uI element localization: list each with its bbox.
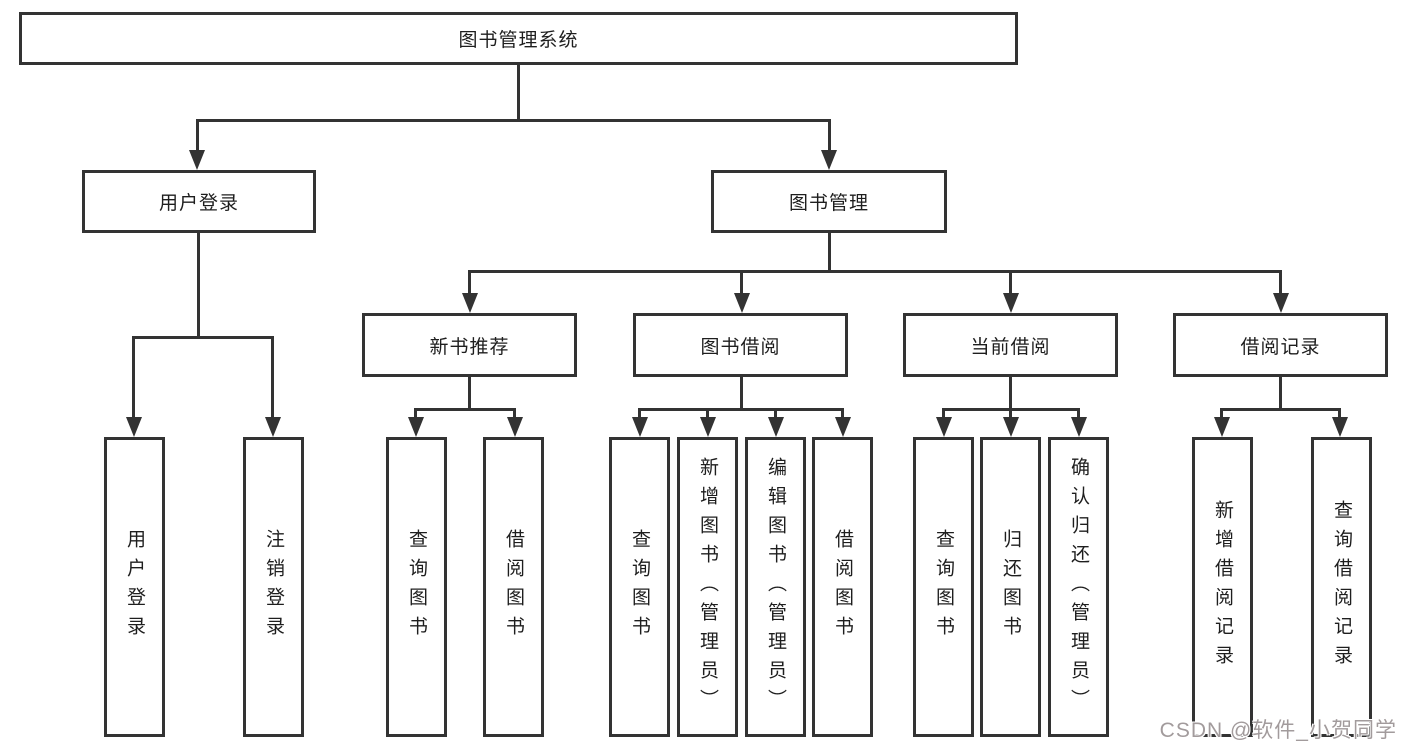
leaf-newbooks-borrow: 借阅图书 [483, 437, 544, 737]
arrowhead-userlogin-leaf1 [126, 417, 142, 437]
connector-bookmgmt-hbar [468, 270, 1282, 273]
connector-drop-user-login [196, 121, 199, 152]
connector-currentborrow-stem [1009, 377, 1012, 410]
leaf-currentborrow-query-label: 查询图书 [933, 529, 954, 645]
node-borrow-records: 借阅记录 [1173, 313, 1388, 377]
leaf-bookborrow-edit-label: 编辑图书（管理员） [765, 456, 786, 718]
connector-newbooks-hbar [414, 408, 516, 411]
leaf-records-query-label: 查询借阅记录 [1331, 500, 1352, 674]
connector-userlogin-stem [197, 233, 200, 338]
connector-drop-bookborrow-leaf2 [706, 410, 709, 420]
leaf-bookborrow-query: 查询图书 [609, 437, 670, 737]
leaf-bookborrow-borrow-label: 借阅图书 [832, 529, 853, 645]
connector-drop-borrow-records [1279, 272, 1282, 295]
arrowhead-new-books [462, 293, 478, 313]
leaf-currentborrow-return-label: 归还图书 [1000, 529, 1021, 645]
connector-newbooks-stem [468, 377, 471, 410]
arrowhead-borrowrecords-leaf2 [1332, 417, 1348, 437]
leaf-bookborrow-query-label: 查询图书 [629, 529, 650, 645]
leaf-records-query: 查询借阅记录 [1311, 437, 1372, 737]
connector-drop-userlogin-leaf2 [271, 338, 274, 419]
node-user-login: 用户登录 [82, 170, 316, 233]
node-root-label: 图书管理系统 [458, 30, 579, 51]
leaf-records-add: 新增借阅记录 [1192, 437, 1253, 737]
connector-drop-newbooks-leaf2 [513, 410, 516, 420]
connector-drop-current-borrow [1009, 272, 1012, 295]
arrowhead-bookborrow-leaf3 [768, 417, 784, 437]
arrowhead-current-borrow [1003, 293, 1019, 313]
node-book-management: 图书管理 [711, 170, 947, 233]
arrowhead-currentborrow-leaf2 [1003, 417, 1019, 437]
connector-drop-currentborrow-leaf3 [1077, 410, 1080, 420]
connector-drop-currentborrow-leaf1 [942, 410, 945, 420]
leaf-newbooks-borrow-label: 借阅图书 [503, 529, 524, 645]
arrowhead-borrow-records [1273, 293, 1289, 313]
leaf-bookborrow-borrow: 借阅图书 [812, 437, 873, 737]
connector-borrowrecords-stem [1279, 377, 1282, 410]
leaf-currentborrow-query: 查询图书 [913, 437, 974, 737]
leaf-currentborrow-confirm-label: 确认归还（管理员） [1068, 456, 1089, 718]
node-borrow-records-label: 借阅记录 [1240, 336, 1321, 358]
connector-bookmgmt-stem [828, 233, 831, 272]
connector-drop-new-books [468, 272, 471, 295]
connector-root-hbar [196, 119, 831, 122]
connector-drop-borrowrecords-leaf1 [1220, 410, 1223, 420]
connector-drop-book-management [828, 121, 831, 152]
arrowhead-book-borrow [734, 293, 750, 313]
leaf-bookborrow-add-label: 新增图书（管理员） [697, 456, 718, 718]
arrowhead-currentborrow-leaf3 [1071, 417, 1087, 437]
node-root: 图书管理系统 [19, 12, 1018, 65]
connector-bookborrow-stem [740, 377, 743, 410]
connector-drop-bookborrow-leaf1 [638, 410, 641, 420]
node-new-books-label: 新书推荐 [429, 336, 510, 358]
connector-bookborrow-hbar [638, 408, 844, 411]
connector-drop-bookborrow-leaf3 [774, 410, 777, 420]
leaf-newbooks-query: 查询图书 [386, 437, 447, 737]
arrowhead-newbooks-leaf2 [507, 417, 523, 437]
connector-root-stem [517, 65, 520, 121]
leaf-records-add-label: 新增借阅记录 [1212, 500, 1233, 674]
leaf-user-login-label: 用户登录 [124, 529, 145, 645]
leaf-newbooks-query-label: 查询图书 [406, 529, 427, 645]
arrowhead-book-management [821, 150, 837, 170]
arrowhead-bookborrow-leaf4 [835, 417, 851, 437]
connector-drop-borrowrecords-leaf2 [1338, 410, 1341, 420]
arrowhead-bookborrow-leaf2 [700, 417, 716, 437]
node-user-login-label: 用户登录 [158, 193, 239, 214]
node-current-borrow: 当前借阅 [903, 313, 1118, 377]
leaf-bookborrow-edit: 编辑图书（管理员） [745, 437, 806, 737]
node-new-books: 新书推荐 [362, 313, 577, 377]
connector-currentborrow-hbar [942, 408, 1080, 411]
connector-drop-userlogin-leaf1 [132, 338, 135, 419]
arrowhead-currentborrow-leaf1 [936, 417, 952, 437]
arrowhead-borrowrecords-leaf1 [1214, 417, 1230, 437]
leaf-logout: 注销登录 [243, 437, 304, 737]
node-book-management-label: 图书管理 [788, 193, 869, 214]
connector-userlogin-hbar [132, 336, 274, 339]
node-book-borrow: 图书借阅 [633, 313, 848, 377]
node-current-borrow-label: 当前借阅 [970, 336, 1051, 358]
leaf-currentborrow-confirm: 确认归还（管理员） [1048, 437, 1109, 737]
csdn-watermark: CSDN @软件_小贺同学 [1159, 719, 1397, 742]
leaf-logout-label: 注销登录 [263, 529, 284, 645]
connector-drop-newbooks-leaf1 [414, 410, 417, 420]
leaf-user-login: 用户登录 [104, 437, 165, 737]
node-book-borrow-label: 图书借阅 [700, 336, 781, 358]
arrowhead-user-login [189, 150, 205, 170]
connector-drop-book-borrow [740, 272, 743, 295]
leaf-bookborrow-add: 新增图书（管理员） [677, 437, 738, 737]
arrowhead-bookborrow-leaf1 [632, 417, 648, 437]
connector-drop-currentborrow-leaf2 [1009, 410, 1012, 420]
arrowhead-userlogin-leaf2 [265, 417, 281, 437]
connector-drop-bookborrow-leaf4 [841, 410, 844, 420]
connector-borrowrecords-hbar [1220, 408, 1341, 411]
leaf-currentborrow-return: 归还图书 [980, 437, 1041, 737]
arrowhead-newbooks-leaf1 [408, 417, 424, 437]
